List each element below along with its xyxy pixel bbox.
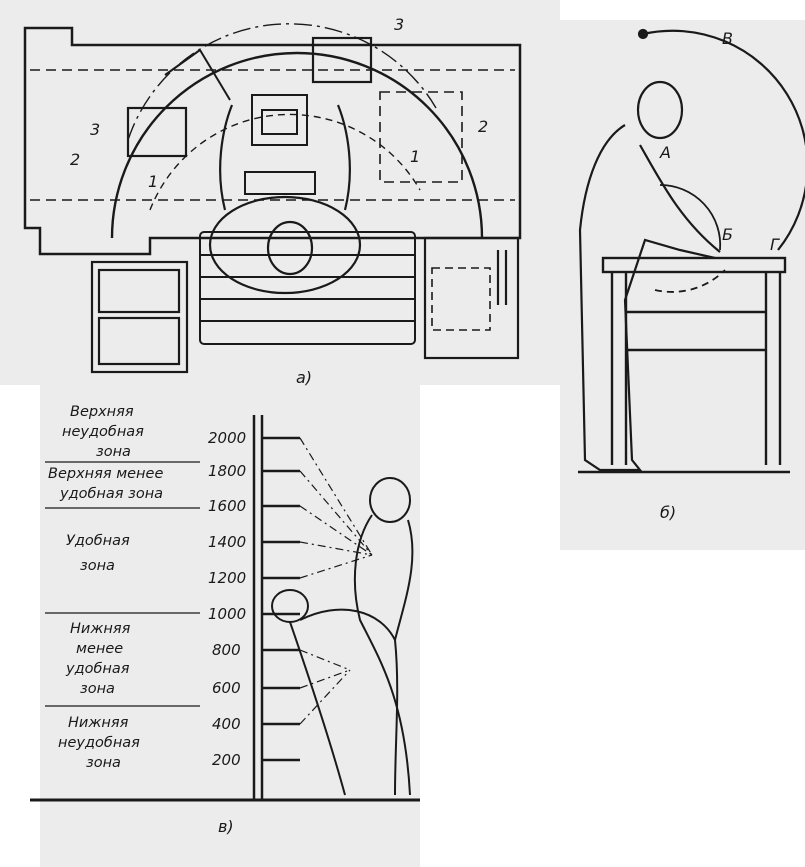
zone-lower-less-line-4: зона <box>80 681 115 697</box>
zone-upper-less-line-2: удобная зона <box>59 486 163 502</box>
scale-1600: 1600 <box>208 497 246 515</box>
reach-arcs <box>110 23 484 239</box>
zone-dividers <box>45 461 200 707</box>
workbench-outline <box>23 26 522 256</box>
scale-1200: 1200 <box>208 569 246 587</box>
arc-label-right-1: 1 <box>410 147 420 166</box>
point-g: Г <box>770 235 780 254</box>
zone-comfort-line-2: зона <box>80 558 115 574</box>
zone-lower-less-line-3: удобная <box>65 661 130 677</box>
drawer-cabinet <box>90 260 189 374</box>
tool-boxes <box>126 36 373 158</box>
zone-bottom-line-2: неудобная <box>58 735 140 751</box>
scale-2000: 2000 <box>208 429 246 447</box>
scale-800: 800 <box>212 641 241 659</box>
ladder-rail <box>30 415 420 802</box>
zone-comfort-line-1: Удобная <box>66 533 130 549</box>
standing-worker <box>578 80 721 472</box>
dashed-zone-lines <box>30 69 515 201</box>
scale-1400: 1400 <box>208 533 246 551</box>
reach-arc-small <box>654 184 726 293</box>
zone-top-line-3: зона <box>96 444 131 460</box>
scale-400: 400 <box>212 715 241 733</box>
reach-lines <box>299 437 373 725</box>
arc-label-right-2: 2 <box>478 117 488 136</box>
zone-bottom-line-3: зона <box>86 755 121 771</box>
zone-top-line-2: неудобная <box>62 424 144 440</box>
zone-upper-less-line-1: Верхняя менее <box>48 466 163 482</box>
floor-grate <box>199 231 416 345</box>
scale-600: 600 <box>212 679 241 697</box>
reach-arc-large <box>637 28 805 251</box>
caption-a: а) <box>296 368 312 387</box>
panel-c-height-zones <box>40 385 420 867</box>
zone-bottom-line-1: Нижняя <box>68 715 129 731</box>
arc-label-left-3: 3 <box>90 120 100 139</box>
worker-silhouettes <box>271 477 414 796</box>
caption-c: в) <box>218 817 234 836</box>
worker-top-view <box>208 104 362 295</box>
scale-1000: 1000 <box>208 605 246 623</box>
arc-label-left-2: 2 <box>70 150 80 169</box>
caption-b: б) <box>660 503 676 522</box>
arc-label-left-1: 1 <box>148 172 158 191</box>
arc-label-right-3: 3 <box>394 15 404 34</box>
scale-1800: 1800 <box>208 462 246 480</box>
scale-200: 200 <box>212 751 241 769</box>
zone-lower-less-line-1: Нижняя <box>70 621 131 637</box>
zone-top-line-1: Верхняя <box>70 404 134 420</box>
point-a: А <box>659 143 671 162</box>
side-cabinet <box>423 236 520 360</box>
point-v: В <box>722 29 733 48</box>
point-b: Б <box>722 225 733 244</box>
standing-table <box>578 256 790 474</box>
zone-lower-less-line-2: менее <box>76 641 123 657</box>
ladder-rungs <box>262 436 300 762</box>
machine-vise <box>164 49 316 195</box>
